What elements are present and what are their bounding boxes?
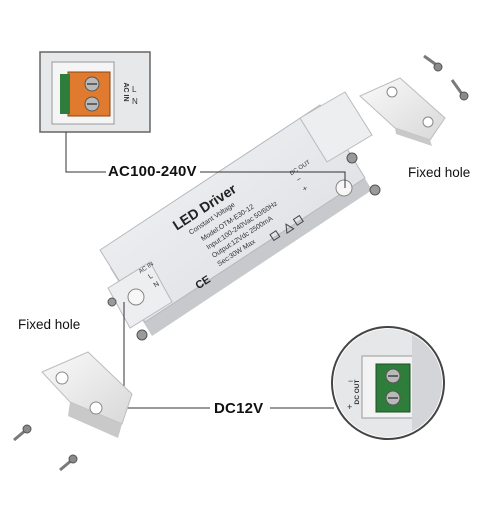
fixed-hole-right-label: Fixed hole: [408, 165, 471, 180]
mount-bracket-right: [359, 77, 446, 146]
zoom-l-label: L: [132, 85, 137, 94]
callout-line-ac: [65, 132, 106, 173]
n-mark: N: [153, 281, 161, 290]
zoom-dc-terminal: DC OUT − +: [331, 326, 445, 440]
zoom-dc-out-label: DC OUT: [354, 380, 361, 405]
mount-hole-left: [127, 288, 145, 306]
screw-icon: [450, 79, 469, 101]
screw-icon: [59, 454, 78, 472]
minus-mark: −: [295, 174, 304, 184]
plus-mark: +: [301, 183, 310, 193]
fixed-hole-left-label: Fixed hole: [18, 317, 81, 332]
zoom-ac-terminal: AC IN L N: [39, 51, 151, 133]
mount-hole-right: [335, 179, 353, 197]
dc-output-label: DC12V: [214, 400, 264, 417]
screw-icon: [423, 54, 443, 72]
led-driver-body: LED Driver Constant Voltage Model:OTM-E3…: [99, 91, 381, 341]
screw-icon: [13, 424, 32, 442]
l-mark: L: [147, 273, 154, 281]
zoom-plus-label: +: [347, 402, 352, 412]
zoom-n-label: N: [132, 97, 138, 106]
callout-line-fixed-right: [200, 171, 346, 188]
zoom-ac-in-label: AC IN: [122, 82, 129, 101]
zoom-minus-label: −: [348, 376, 353, 386]
mount-bracket-left: [41, 351, 133, 438]
ac-input-label: AC100-240V: [108, 163, 197, 180]
